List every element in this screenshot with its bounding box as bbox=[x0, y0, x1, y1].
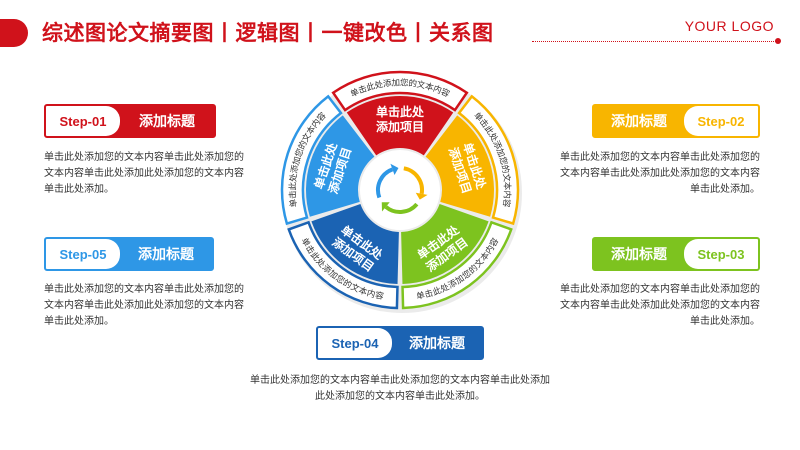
wheel-sector-4 bbox=[311, 204, 399, 284]
header-accent-bar bbox=[0, 19, 28, 47]
wheel-sector-1 bbox=[346, 95, 454, 156]
step-05-desc: 单击此处添加您的文本内容单击此处添加您的文本内容单击此处添加此处添加您的文本内容… bbox=[44, 284, 244, 327]
cycle-arrowhead-2 bbox=[381, 202, 390, 212]
step-04-number: Step-04 bbox=[318, 328, 392, 358]
step-05-title: 添加标题 bbox=[138, 247, 194, 263]
logo: YOUR LOGO bbox=[684, 18, 774, 34]
wheel-sector-3 bbox=[401, 204, 489, 284]
wheel-label-line1-1: 单击此处 bbox=[376, 104, 425, 119]
wheel-center bbox=[360, 150, 440, 230]
step-02-box[interactable]: Step-02 添加标题 bbox=[592, 104, 760, 138]
wheel-ring-segment-2 bbox=[457, 94, 520, 226]
wheel-sector-5 bbox=[306, 115, 375, 217]
cycle-arrowhead-3 bbox=[390, 163, 399, 175]
header-divider bbox=[532, 38, 781, 44]
wheel-ring-segment-5 bbox=[280, 94, 343, 226]
step-03-box[interactable]: Step-03 添加标题 bbox=[592, 237, 760, 271]
step-03-number: Step-03 bbox=[684, 239, 758, 269]
wheel-sector-2 bbox=[425, 115, 494, 217]
step-04-box[interactable]: Step-04 添加标题 bbox=[316, 326, 484, 360]
wheel-ring-segment-3 bbox=[401, 220, 513, 310]
step-02-title: 添加标题 bbox=[611, 114, 667, 130]
step-01-number: Step-01 bbox=[46, 106, 120, 136]
wheel-ring-segment-1 bbox=[331, 70, 469, 112]
step-04-desc: 单击此处添加您的文本内容单击此处添加您的文本内容单击此处添加此处添加您的文本内容… bbox=[250, 375, 550, 402]
wheel-ring-segment-4 bbox=[287, 220, 399, 310]
step-03-desc: 单击此处添加您的文本内容单击此处添加您的文本内容单击此处添加此处添加您的文本内容… bbox=[560, 284, 760, 327]
wheel-label-line2-1: 添加项目 bbox=[376, 119, 424, 134]
step-01-box[interactable]: Step-01 添加标题 bbox=[44, 104, 216, 138]
step-05-box[interactable]: Step-05 添加标题 bbox=[44, 237, 214, 271]
cycle-arrowhead-1 bbox=[415, 192, 428, 200]
step-03-title: 添加标题 bbox=[611, 247, 667, 263]
step-02-number: Step-02 bbox=[684, 106, 758, 136]
step-01-title: 添加标题 bbox=[139, 114, 195, 130]
cycle-arrow-1 bbox=[403, 166, 424, 195]
step-01-desc: 单击此处添加您的文本内容单击此处添加您的文本内容单击此处添加此处添加您的文本内容… bbox=[44, 152, 244, 195]
cycle-arrow-2 bbox=[384, 202, 419, 214]
step-02-desc: 单击此处添加您的文本内容单击此处添加您的文本内容单击此处添加此处添加您的文本内容… bbox=[560, 152, 760, 195]
step-04-title: 添加标题 bbox=[409, 336, 465, 352]
page-title: 综述图论文摘要图丨逻辑图丨一键改色丨关系图 bbox=[42, 21, 494, 45]
cycle-arrow-3 bbox=[376, 167, 394, 199]
step-05-number: Step-05 bbox=[46, 239, 120, 269]
